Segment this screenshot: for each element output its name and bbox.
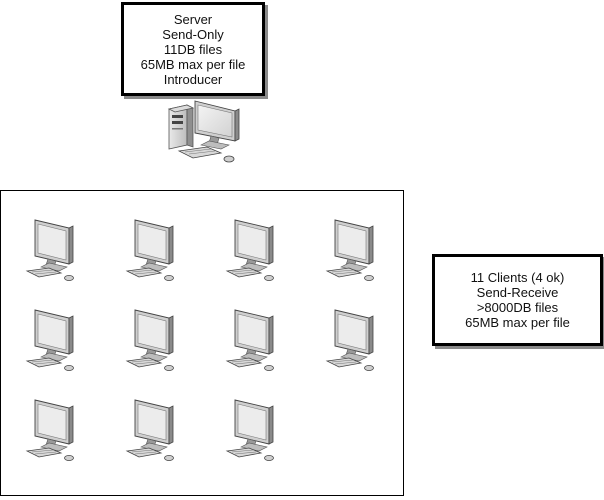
clients-label-box: 11 Clients (4 ok) Send-Receive >8000DB f… (432, 254, 603, 346)
clients-title: 11 Clients (4 ok) (470, 270, 565, 285)
clients-file-count: >8000DB files (476, 300, 559, 315)
client-computer-icon (225, 394, 285, 469)
server-computer-icon (163, 95, 245, 172)
server-file-count: 11DB files (163, 41, 223, 57)
server-label-box: Server Send-Only 11DB files 65MB max per… (121, 2, 265, 96)
client-computer-icon (225, 214, 285, 289)
clients-max-file-size: 65MB max per file (465, 315, 570, 330)
client-computer-icon (25, 304, 85, 379)
server-role: Introducer (163, 71, 223, 87)
client-computer-icon (125, 214, 185, 289)
client-computer-icon (25, 394, 85, 469)
client-computer-icon (125, 304, 185, 379)
client-computer-icon (125, 394, 185, 469)
server-max-file-size: 65MB max per file (140, 56, 246, 72)
client-computer-icon (25, 214, 85, 289)
client-computer-icon (325, 304, 385, 379)
server-mode: Send-Only (162, 26, 224, 42)
clients-group-frame (0, 190, 404, 496)
server-title: Server (173, 11, 213, 27)
client-computer-icon (325, 214, 385, 289)
client-computer-icon (225, 304, 285, 379)
clients-mode: Send-Receive (476, 285, 559, 300)
